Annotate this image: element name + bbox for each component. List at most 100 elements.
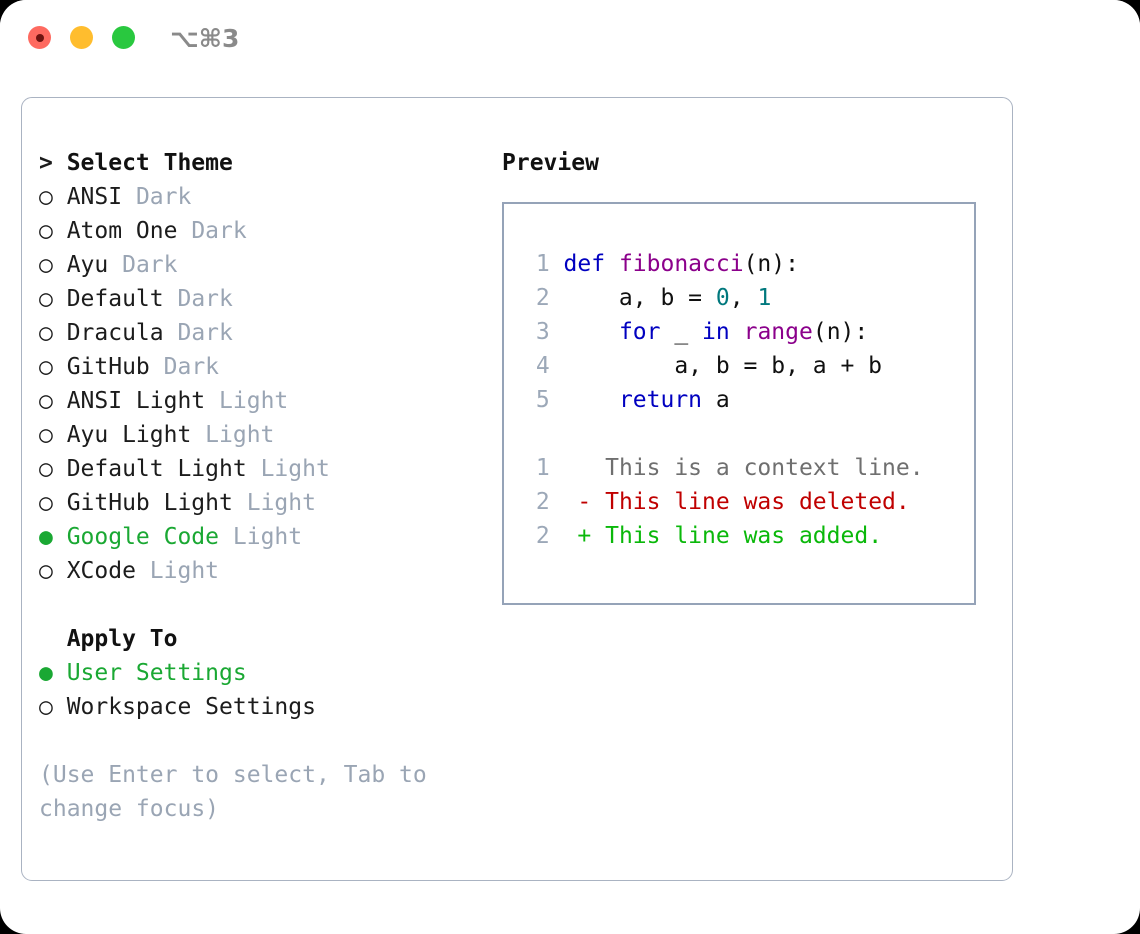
diff-line-del: 2 - This line was deleted. xyxy=(522,485,968,519)
theme-option-kind: Light xyxy=(219,388,289,414)
main-panel: > Select Theme ○ ANSI Dark○ Atom One Dar… xyxy=(21,97,1013,881)
theme-option-kind: Dark xyxy=(122,252,178,278)
heading-caret: > xyxy=(39,150,67,176)
radio-selected-icon: ● xyxy=(39,524,67,550)
theme-option-kind: Dark xyxy=(135,184,192,210)
code-line: 3 for _ in range(n): xyxy=(522,315,968,349)
select-theme-heading: > Select Theme xyxy=(39,146,479,180)
theme-list-column: > Select Theme ○ ANSI Dark○ Atom One Dar… xyxy=(39,146,479,826)
theme-option-dracula[interactable]: ○ Dracula Dark xyxy=(39,316,479,350)
theme-option-label: Google Code xyxy=(66,524,220,550)
theme-option-atom-one[interactable]: ○ Atom One Dark xyxy=(39,214,479,248)
theme-option-github-light[interactable]: ○ GitHub Light Light xyxy=(39,486,479,520)
theme-option-label: GitHub xyxy=(66,354,150,380)
theme-option-separator xyxy=(205,388,219,414)
theme-option-default-light[interactable]: ○ Default Light Light xyxy=(39,452,479,486)
code-gutter-gap xyxy=(550,285,564,311)
minimize-window-button[interactable] xyxy=(70,26,93,49)
code-token-plain xyxy=(564,319,619,345)
radio-unselected-icon: ○ xyxy=(39,218,67,244)
apply-to-heading: Apply To xyxy=(66,626,178,652)
close-window-button[interactable] xyxy=(28,26,51,49)
code-line-number: 2 xyxy=(535,285,550,311)
code-token-plain: a xyxy=(702,387,730,413)
apply-to-option-user-settings[interactable]: ● User Settings xyxy=(39,656,479,690)
theme-option-label: Dracula xyxy=(66,320,164,346)
theme-option-separator xyxy=(136,558,150,584)
diff-line-number: 2 xyxy=(535,523,550,549)
radio-unselected-icon: ○ xyxy=(39,456,67,482)
diff-text: This line was added. xyxy=(605,523,883,549)
theme-option-label: ANSI xyxy=(66,184,123,210)
apply-to-options-list: ● User Settings○ Workspace Settings xyxy=(39,656,479,724)
diff-gutter-gap xyxy=(550,523,578,549)
code-token-plain xyxy=(730,319,744,345)
list-spacer xyxy=(39,588,479,622)
diff-sign xyxy=(577,455,605,481)
code-token-plain: _ xyxy=(660,319,703,345)
apply-to-option-label: User Settings xyxy=(66,660,247,686)
code-line-number: 5 xyxy=(535,387,550,413)
code-gutter-gap xyxy=(550,387,564,413)
panel-body: > Select Theme ○ ANSI Dark○ Atom One Dar… xyxy=(22,98,1012,880)
diff-line-add: 2 + This line was added. xyxy=(522,519,968,553)
preview-heading: Preview xyxy=(502,150,599,176)
radio-unselected-icon: ○ xyxy=(39,490,67,516)
title-bar: ⌥⌘3 xyxy=(0,0,1140,78)
theme-option-separator xyxy=(108,252,122,278)
code-line: 4 a, b = b, a + b xyxy=(522,349,968,383)
theme-option-ansi[interactable]: ○ ANSI Dark xyxy=(39,180,479,214)
theme-option-kind: Light xyxy=(260,456,330,482)
theme-option-ayu[interactable]: ○ Ayu Dark xyxy=(39,248,479,282)
theme-option-kind: Dark xyxy=(191,218,247,244)
code-line-number: 4 xyxy=(535,353,550,379)
apply-to-option-workspace-settings[interactable]: ○ Workspace Settings xyxy=(39,690,479,724)
code-diff-spacer xyxy=(522,417,968,451)
code-token-plain: a, b = xyxy=(563,285,716,311)
theme-option-separator xyxy=(164,320,178,346)
radio-unselected-icon: ○ xyxy=(39,694,67,720)
radio-unselected-icon: ○ xyxy=(39,320,67,346)
radio-unselected-icon: ○ xyxy=(39,184,67,210)
theme-option-label: Default xyxy=(66,286,164,312)
code-token-kw: in xyxy=(702,319,730,345)
code-token-plain: (n): xyxy=(812,319,869,345)
select-theme-heading-label: Select Theme xyxy=(66,150,233,176)
theme-option-xcode[interactable]: ○ XCode Light xyxy=(39,554,479,588)
theme-option-google-code[interactable]: ● Google Code Light xyxy=(39,520,479,554)
radio-unselected-icon: ○ xyxy=(39,354,67,380)
theme-option-kind: Light xyxy=(149,558,220,584)
theme-option-label: Atom One xyxy=(66,218,178,244)
code-token-kw: def xyxy=(563,251,619,277)
code-token-plain: (n): xyxy=(743,251,799,277)
theme-option-default[interactable]: ○ Default Dark xyxy=(39,282,479,316)
theme-option-label: XCode xyxy=(66,558,136,584)
theme-option-ayu-light[interactable]: ○ Ayu Light Light xyxy=(39,418,479,452)
diff-text: This is a context line. xyxy=(605,455,924,481)
theme-option-github[interactable]: ○ GitHub Dark xyxy=(39,350,479,384)
theme-options-list: ○ ANSI Dark○ Atom One Dark○ Ayu Dark○ De… xyxy=(39,180,479,588)
window-controls xyxy=(28,26,135,49)
code-line-number: 1 xyxy=(535,251,550,277)
maximize-window-button[interactable] xyxy=(112,26,135,49)
theme-option-label: ANSI Light xyxy=(66,388,206,414)
radio-unselected-icon: ○ xyxy=(39,286,67,312)
diff-gutter-gap xyxy=(550,455,578,481)
code-line: 2 a, b = 0, 1 xyxy=(522,281,968,315)
theme-option-separator xyxy=(122,184,136,210)
theme-option-ansi-light[interactable]: ○ ANSI Light Light xyxy=(39,384,479,418)
radio-unselected-icon: ○ xyxy=(39,388,67,414)
apply-to-option-label: Workspace Settings xyxy=(66,694,316,720)
theme-option-separator xyxy=(219,524,233,550)
diff-sign: - xyxy=(577,489,606,515)
theme-option-kind: Dark xyxy=(177,286,233,312)
code-token-plain: , xyxy=(729,285,758,311)
radio-unselected-icon: ○ xyxy=(39,558,67,584)
theme-option-kind: Dark xyxy=(163,354,220,380)
code-line: 5 return a xyxy=(522,383,968,417)
keyboard-shortcut-label: ⌥⌘3 xyxy=(170,24,240,53)
code-token-plain: a, b = b, a + b xyxy=(563,353,883,379)
